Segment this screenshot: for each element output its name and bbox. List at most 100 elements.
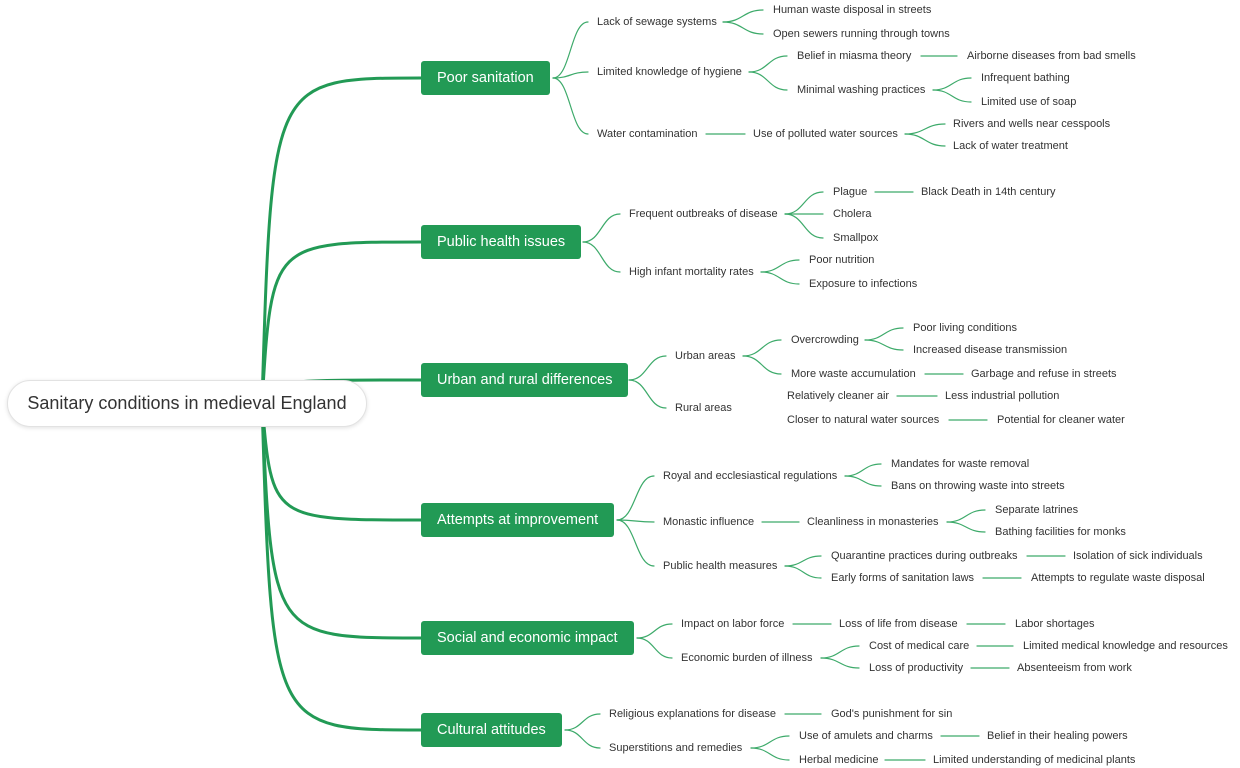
subtopic-open-sewers[interactable]: Open sewers running through towns [773, 28, 950, 40]
branch-urban-and-rural-differences[interactable]: Urban and rural differences [421, 363, 629, 397]
subtopic-more-waste-accumulation[interactable]: More waste accumulation [791, 368, 916, 380]
detail-belief-in-healing-powers[interactable]: Belief in their healing powers [987, 730, 1128, 742]
topic-high-infant-mortality[interactable]: High infant mortality rates [629, 266, 754, 278]
branch-label: Cultural attitudes [437, 722, 546, 738]
connector-line [582, 213, 621, 243]
subtopic-minimal-washing-practices[interactable]: Minimal washing practices [797, 84, 926, 96]
connector-line [628, 379, 667, 409]
topic-superstitions-and-remedies[interactable]: Superstitions and remedies [609, 742, 743, 754]
topic-religious-explanations[interactable]: Religious explanations for disease [609, 708, 776, 720]
detail-limited-use-of-soap[interactable]: Limited use of soap [981, 96, 1077, 108]
branch-social-and-economic-impact[interactable]: Social and economic impact [421, 621, 634, 655]
connector-line [722, 21, 764, 35]
topic-frequent-outbreaks[interactable]: Frequent outbreaks of disease [629, 208, 778, 220]
connector-line [820, 645, 860, 659]
branch-label: Attempts at improvement [437, 512, 599, 528]
subtopic-cholera[interactable]: Cholera [833, 208, 872, 220]
branch-cultural-attitudes[interactable]: Cultural attitudes [421, 713, 562, 747]
topic-limited-knowledge-of-hygiene[interactable]: Limited knowledge of hygiene [597, 66, 742, 78]
detail-limited-understanding-of-plants[interactable]: Limited understanding of medicinal plant… [933, 754, 1136, 766]
subtopic-belief-in-miasma-theory[interactable]: Belief in miasma theory [797, 50, 912, 62]
connector-line [760, 271, 800, 285]
subtopic-early-sanitation-laws[interactable]: Early forms of sanitation laws [831, 572, 975, 584]
detail-separate-latrines[interactable]: Separate latrines [995, 504, 1079, 516]
subtopic-mandates-for-waste-removal[interactable]: Mandates for waste removal [891, 458, 1030, 470]
branch-poor-sanitation[interactable]: Poor sanitation [421, 61, 550, 95]
connector-line [552, 71, 589, 79]
connector-line [784, 555, 822, 567]
detail-less-industrial-pollution[interactable]: Less industrial pollution [945, 390, 1060, 402]
subtopic-overcrowding[interactable]: Overcrowding [791, 334, 859, 346]
subtopic-closer-to-natural-water[interactable]: Closer to natural water sources [787, 414, 940, 426]
connector-line [750, 735, 790, 749]
topic-rural-areas[interactable]: Rural areas [675, 402, 732, 414]
detail-labor-shortages[interactable]: Labor shortages [1015, 618, 1095, 630]
connector-line [260, 401, 423, 732]
topic-public-health-measures[interactable]: Public health measures [663, 560, 778, 572]
connector-line [750, 747, 790, 761]
connector-line [616, 519, 655, 567]
detail-attempts-to-regulate-waste[interactable]: Attempts to regulate waste disposal [1031, 572, 1205, 584]
detail-garbage-and-refuse[interactable]: Garbage and refuse in streets [971, 368, 1117, 380]
connector-line [844, 463, 882, 477]
subtopic-herbal-medicine[interactable]: Herbal medicine [799, 754, 879, 766]
subtopic-smallpox[interactable]: Smallpox [833, 232, 879, 244]
detail-potential-for-cleaner-water[interactable]: Potential for cleaner water [997, 414, 1125, 426]
detail-isolation-of-sick-individuals[interactable]: Isolation of sick individuals [1073, 550, 1203, 562]
connector-line [564, 713, 601, 731]
connector-line [904, 123, 946, 135]
connector-line [932, 89, 972, 103]
subtopic-poor-nutrition[interactable]: Poor nutrition [809, 254, 875, 266]
subtopic-loss-of-productivity[interactable]: Loss of productivity [869, 662, 964, 674]
connector-line [760, 259, 800, 273]
connector-line [722, 9, 764, 23]
connector-line [260, 240, 423, 405]
detail-bathing-facilities-for-monks[interactable]: Bathing facilities for monks [995, 526, 1126, 538]
topic-urban-areas[interactable]: Urban areas [675, 350, 736, 362]
detail-infrequent-bathing[interactable]: Infrequent bathing [981, 72, 1070, 84]
subtopic-exposure-to-infections[interactable]: Exposure to infections [809, 278, 918, 290]
detail-poor-living-conditions[interactable]: Poor living conditions [913, 322, 1017, 334]
subtopic-loss-of-life-from-disease[interactable]: Loss of life from disease [839, 618, 958, 630]
connector-line [946, 509, 986, 523]
branch-public-health-issues[interactable]: Public health issues [421, 225, 582, 259]
detail-rivers-and-wells[interactable]: Rivers and wells near cesspools [953, 118, 1111, 130]
detail-airborne-diseases[interactable]: Airborne diseases from bad smells [967, 50, 1136, 62]
detail-increased-disease-transmission[interactable]: Increased disease transmission [913, 344, 1068, 356]
connector-line [742, 339, 782, 357]
connector-line [748, 71, 788, 91]
detail-limited-medical-knowledge[interactable]: Limited medical knowledge and resources [1023, 640, 1228, 652]
connector-line [784, 565, 822, 579]
subtopic-quarantine-practices[interactable]: Quarantine practices during outbreaks [831, 550, 1018, 562]
topic-royal-and-ecclesiastical-regulations[interactable]: Royal and ecclesiastical regulations [663, 470, 838, 482]
subtopic-relatively-cleaner-air[interactable]: Relatively cleaner air [787, 390, 890, 402]
topic-impact-on-labor-force[interactable]: Impact on labor force [681, 618, 785, 630]
subtopic-cleanliness-in-monasteries[interactable]: Cleanliness in monasteries [807, 516, 939, 528]
branch-attempts-at-improvement[interactable]: Attempts at improvement [421, 503, 615, 537]
root-label: Sanitary conditions in medieval England [27, 393, 347, 413]
branch-label: Poor sanitation [437, 70, 534, 86]
topic-economic-burden-of-illness[interactable]: Economic burden of illness [681, 652, 813, 664]
topic-lack-of-sewage-systems[interactable]: Lack of sewage systems [597, 16, 717, 28]
connector-line [748, 55, 788, 73]
topic-water-contamination[interactable]: Water contamination [597, 128, 698, 140]
connector-line [932, 77, 972, 91]
subtopic-bans-on-throwing-waste[interactable]: Bans on throwing waste into streets [891, 480, 1065, 492]
connector-line [864, 327, 904, 341]
subtopic-cost-of-medical-care[interactable]: Cost of medical care [869, 640, 970, 652]
subtopic-use-of-polluted-water[interactable]: Use of polluted water sources [753, 128, 898, 140]
detail-black-death[interactable]: Black Death in 14th century [921, 186, 1056, 198]
connector-line [742, 355, 782, 375]
subtopic-human-waste-disposal[interactable]: Human waste disposal in streets [773, 4, 932, 16]
topic-monastic-influence[interactable]: Monastic influence [663, 516, 755, 528]
connector-line [616, 519, 655, 523]
connector-line [784, 213, 824, 239]
subtopic-plague[interactable]: Plague [833, 186, 868, 198]
subtopic-use-of-amulets-and-charms[interactable]: Use of amulets and charms [799, 730, 933, 742]
detail-absenteeism-from-work[interactable]: Absenteeism from work [1017, 662, 1132, 674]
detail-lack-of-water-treatment[interactable]: Lack of water treatment [953, 140, 1068, 152]
root-node[interactable]: Sanitary conditions in medieval England [7, 380, 367, 427]
subtopic-gods-punishment-for-sin[interactable]: God's punishment for sin [831, 708, 953, 720]
connector-line [864, 339, 904, 351]
